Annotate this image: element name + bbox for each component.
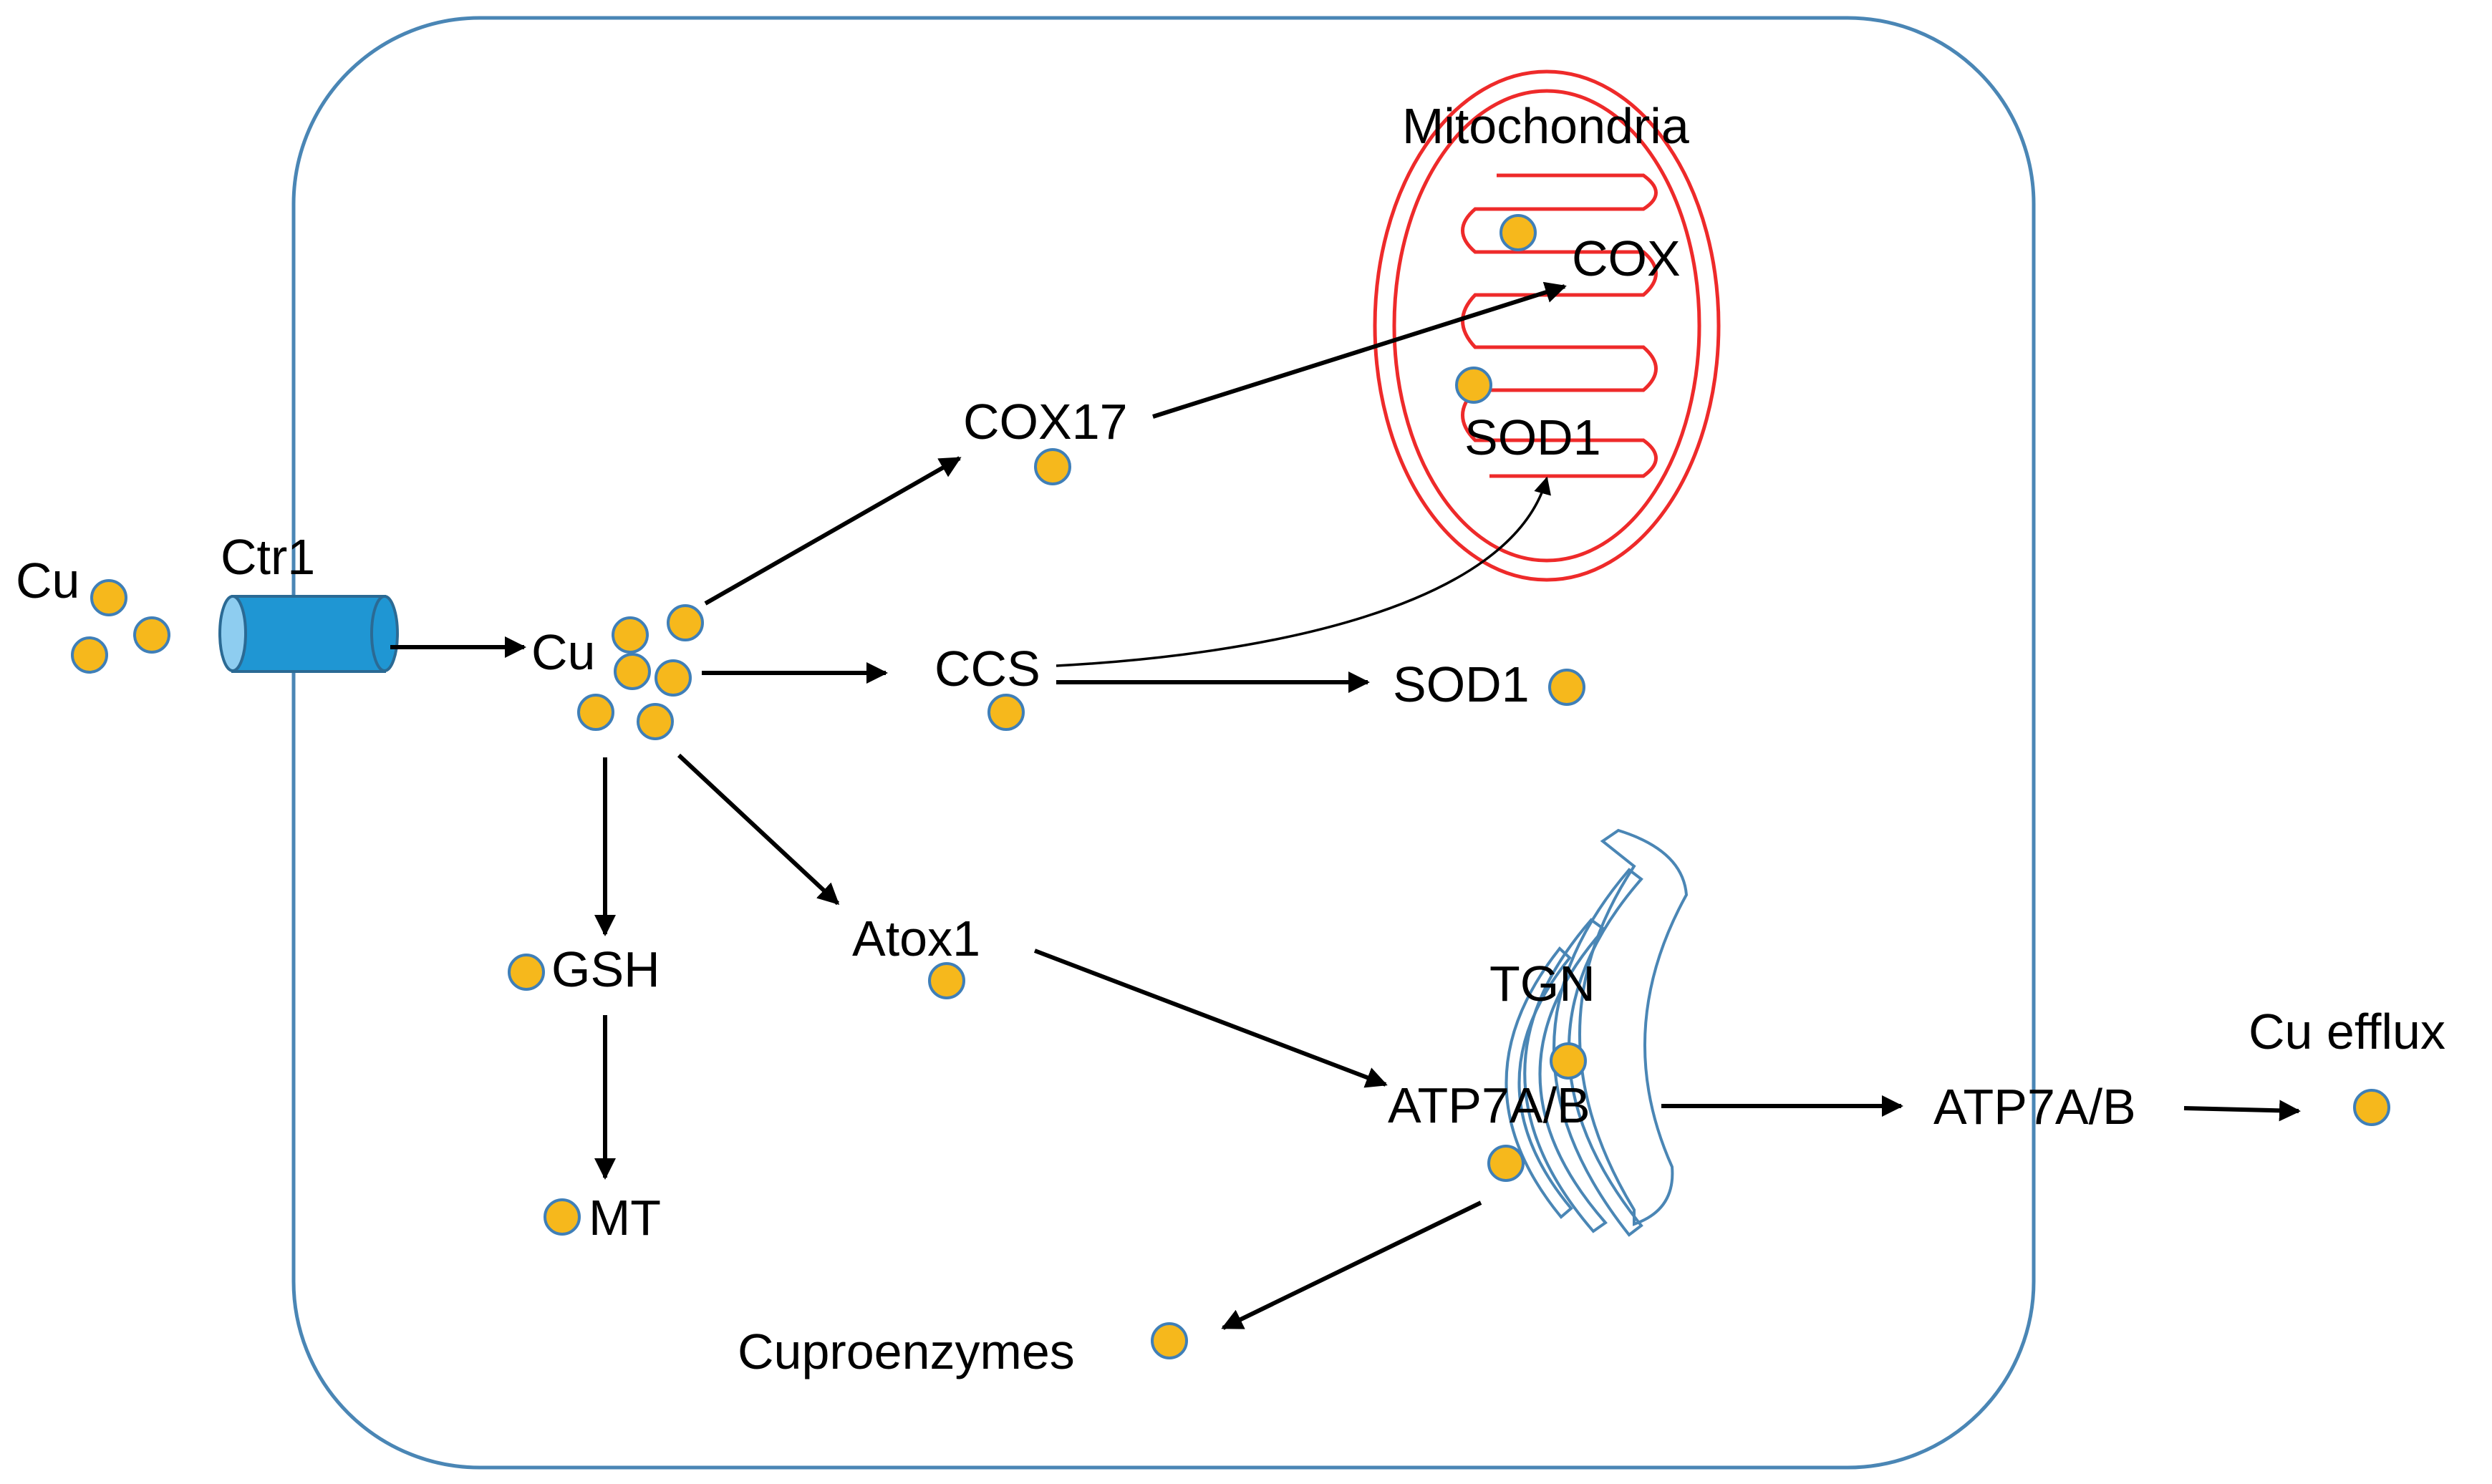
label-atox1: Atox1 <box>852 911 980 966</box>
copper-ion <box>1499 214 1537 251</box>
label-ccs: CCS <box>934 641 1040 697</box>
label-ctr1: Ctr1 <box>221 529 315 585</box>
copper-ion <box>90 579 127 616</box>
label-atp7ab-tgn: ATP7A/B <box>1388 1077 1590 1133</box>
copper-ion <box>655 659 692 697</box>
arrow-cu-to-atox1 <box>677 753 840 906</box>
mitochondrion-inner-membrane <box>1392 89 1701 563</box>
copper-ion <box>71 636 108 674</box>
copper-ion <box>1455 367 1492 404</box>
label-sod1-cytosol: SOD1 <box>1393 656 1530 712</box>
label-cox: COX <box>1572 231 1681 286</box>
label-sod1-mito: SOD1 <box>1464 409 1601 465</box>
trans-golgi-network <box>1505 828 1689 1237</box>
mitochondrion-outer-membrane <box>1373 69 1721 582</box>
arrow-cu-to-cox17 <box>704 456 962 606</box>
copper-ion <box>987 694 1025 731</box>
label-mt: MT <box>589 1190 661 1246</box>
copper-ion <box>1034 448 1071 485</box>
cell-membrane <box>291 16 2036 1470</box>
copper-ion <box>667 604 704 641</box>
arrow-cox17-to-cox <box>1152 281 1567 419</box>
copper-ion <box>508 954 545 991</box>
label-cu-outside: Cu <box>16 553 79 608</box>
arrow-tgn-to-cuproenzymes <box>1221 1201 1482 1330</box>
copper-ion <box>544 1198 581 1236</box>
label-cu-efflux: Cu efflux <box>2249 1004 2445 1059</box>
copper-ion <box>612 616 649 654</box>
copper-ion <box>133 616 170 654</box>
label-atp7ab-membrane: ATP7A/B <box>1933 1079 2136 1135</box>
arrow-membrane-to-efflux <box>2183 1100 2301 1122</box>
copper-ion <box>2353 1089 2390 1126</box>
copper-ion <box>614 653 651 690</box>
label-mitochondria: Mitochondria <box>1402 98 1689 154</box>
copper-ions <box>71 214 2390 1359</box>
copper-ion <box>1151 1322 1188 1359</box>
ctr1-transporter <box>218 595 399 673</box>
copper-ion <box>637 703 674 740</box>
label-cu-inside: Cu <box>531 624 595 680</box>
label-cox17: COX17 <box>963 394 1128 450</box>
label-cuproenzymes: Cuproenzymes <box>738 1324 1075 1379</box>
copper-ion <box>1487 1145 1525 1182</box>
copper-ion <box>928 962 965 999</box>
arrow-ccs-to-mito-sod1 <box>1056 476 1551 667</box>
arrow-atox1-to-atp7ab <box>1033 949 1388 1088</box>
copper-ion <box>1550 1042 1587 1080</box>
copper-ion <box>1548 669 1585 706</box>
label-tgn: TGN <box>1489 956 1595 1012</box>
copper-ion <box>577 694 614 731</box>
label-gsh: GSH <box>551 941 660 997</box>
